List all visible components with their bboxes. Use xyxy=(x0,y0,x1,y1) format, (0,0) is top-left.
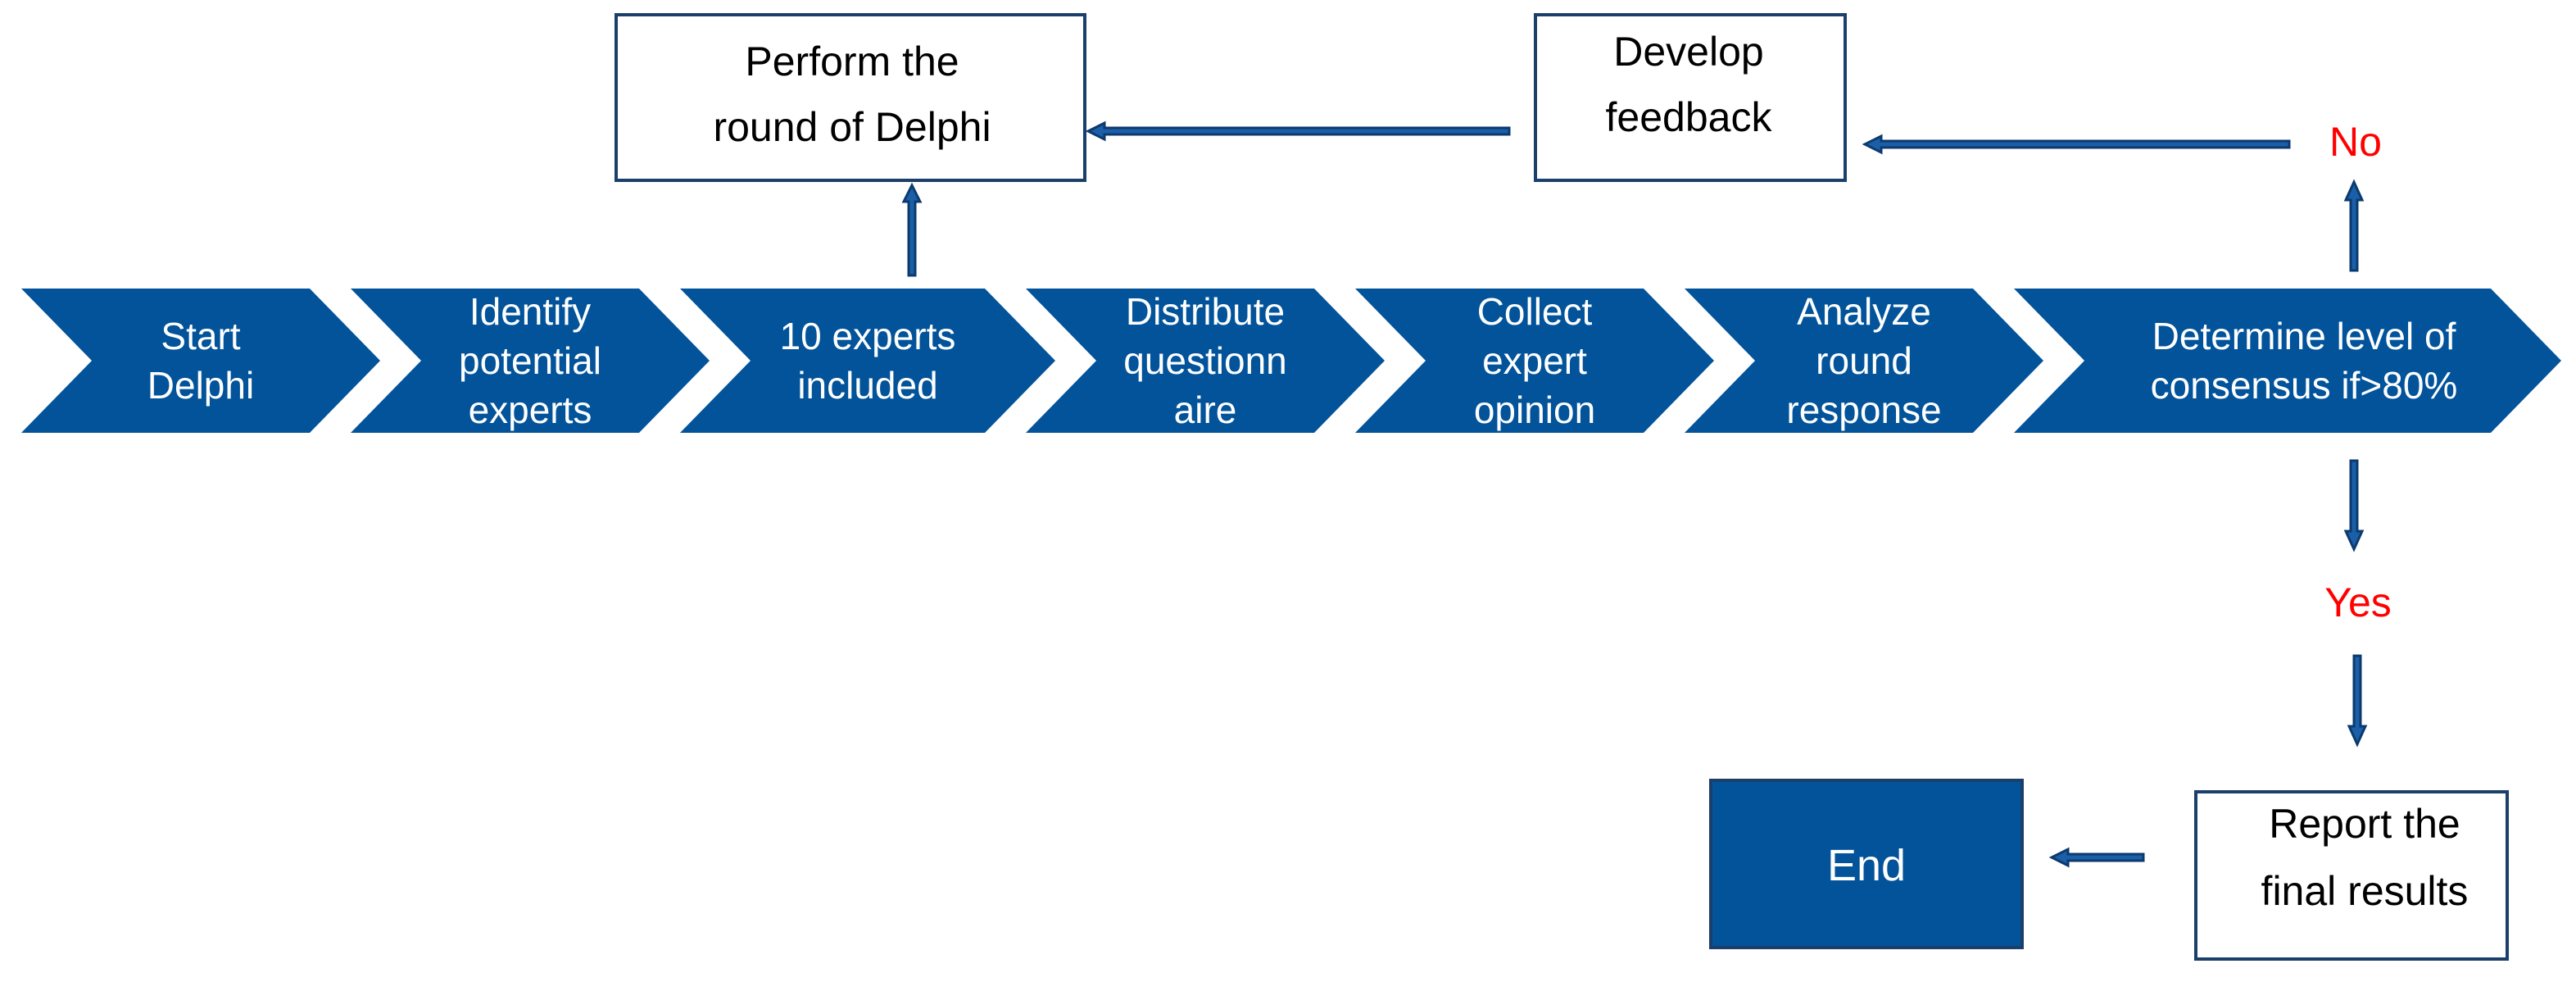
arrow-down-to-yes xyxy=(2343,459,2365,552)
chevron-label-line: potential xyxy=(459,339,601,382)
yes-label: Yes xyxy=(2324,580,2392,625)
report-results-line-2: final results xyxy=(2261,868,2469,914)
chevron-label-line: Start xyxy=(161,315,240,357)
chevron-shape xyxy=(1355,289,1714,433)
chevron-label-line: Distribute xyxy=(1126,290,1285,333)
chevron-label-line: aire xyxy=(1174,389,1237,431)
develop-feedback-line-2: feedback xyxy=(1606,94,1773,140)
chevron-step-distribute-questionnaire: Distribute questionn aire xyxy=(1026,289,1385,433)
report-results-line-1: Report the xyxy=(2269,801,2460,847)
chevron-shape xyxy=(1026,289,1385,433)
chevron-shape xyxy=(1685,289,2043,433)
develop-feedback-box: Develop feedback xyxy=(1534,13,1847,182)
no-label: No xyxy=(2329,119,2382,165)
chevron-step-collect-opinion: Collect expert opinion xyxy=(1355,289,1714,433)
chevron-step-identify-experts: Identify potential experts xyxy=(351,289,710,433)
chevron-label-line: Delphi xyxy=(147,364,254,407)
chevron-label-line: Collect xyxy=(1477,290,1593,333)
chevron-label-line: included xyxy=(797,364,937,407)
chevron-shape xyxy=(351,289,710,433)
chevron-label-line: questionn xyxy=(1123,339,1287,382)
arrow-down-to-report-results xyxy=(2347,654,2368,748)
chevron-label-line: consensus if>80% xyxy=(2151,364,2458,407)
chevron-step-determine-consensus: Determine level of consensus if>80% xyxy=(2014,289,2561,433)
connector-arrows xyxy=(901,120,2368,868)
chevron-step-experts-included: 10 experts included xyxy=(680,289,1055,433)
chevron-label-line: experts xyxy=(469,389,592,431)
end-box: End xyxy=(1709,779,2024,949)
arrow-left-to-end xyxy=(2048,847,2145,868)
chevron-label-line: response xyxy=(1786,389,1941,431)
develop-feedback-line-1: Develop xyxy=(1613,29,1763,75)
report-results-box: Report the final results xyxy=(2194,790,2509,961)
chevron-label-line: round xyxy=(1816,339,1912,382)
chevron-label-line: 10 experts xyxy=(780,315,956,357)
chevron-label-line: Determine level of xyxy=(2152,315,2456,357)
chevron-label-line: opinion xyxy=(1474,389,1595,431)
chevron-label-line: Analyze xyxy=(1797,290,1931,333)
arrow-up-to-no xyxy=(2343,179,2365,272)
chevron-step-analyze-response: Analyze round response xyxy=(1685,289,2043,433)
arrow-left-to-perform-round xyxy=(1085,120,1511,142)
end-label: End xyxy=(1827,841,1906,890)
perform-round-line-2: round of Delphi xyxy=(713,104,991,150)
arrow-left-to-develop-feedback xyxy=(1862,134,2291,155)
perform-round-box: Perform the round of Delphi xyxy=(615,13,1086,182)
perform-round-line-1: Perform the xyxy=(745,39,959,84)
chevron-shape xyxy=(21,289,380,433)
chevron-shape xyxy=(2014,289,2561,433)
arrow-up-to-perform-round xyxy=(901,182,923,277)
chevron-label-line: Identify xyxy=(469,290,591,333)
chevron-shape xyxy=(680,289,1055,433)
chevron-label-line: expert xyxy=(1482,339,1587,382)
